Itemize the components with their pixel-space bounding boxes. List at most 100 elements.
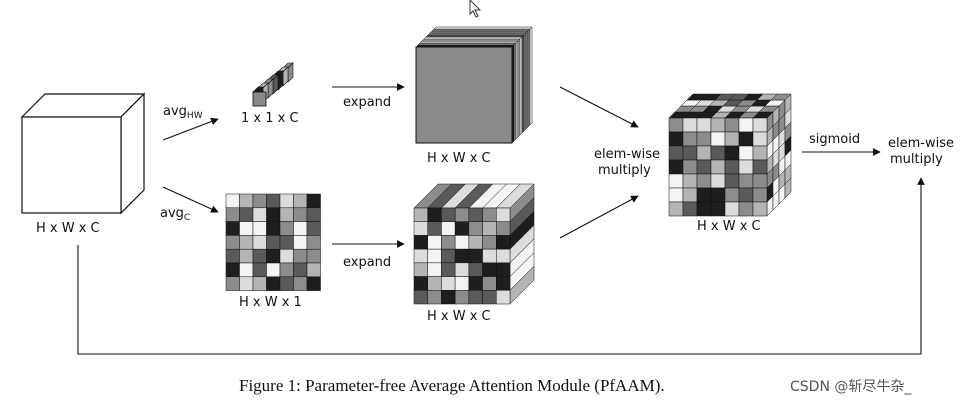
front-cell — [738, 145, 754, 161]
spatial-map-cell — [225, 193, 240, 209]
front-cell — [454, 262, 470, 277]
front-cell — [441, 235, 456, 250]
spatial-map-cell — [293, 262, 308, 278]
elem-wise-label-2: elem-wise — [888, 136, 954, 151]
front-cell — [738, 187, 754, 203]
front-cell — [413, 221, 428, 236]
spatial-map-cell — [266, 235, 281, 250]
spatial-map-cell — [266, 262, 281, 278]
result-cube — [668, 93, 792, 217]
side-stripe — [515, 40, 519, 140]
front-cell — [413, 290, 428, 305]
top-stripe — [429, 30, 529, 34]
input-shape-label: H x W x C — [36, 221, 100, 236]
front-cell — [454, 221, 470, 236]
spatial-map-cell — [279, 276, 294, 291]
channel-vector-shape-label: 1 x 1 x C — [241, 111, 299, 126]
front-cell — [668, 145, 684, 161]
spatial-map-cell — [225, 262, 240, 278]
front-cell — [427, 276, 442, 291]
top-stripe — [425, 34, 525, 38]
spatial-map-cell — [266, 193, 281, 209]
front-cell — [724, 173, 740, 189]
spatial-map-cell — [306, 221, 321, 236]
arrows — [77, 83, 925, 355]
spatial-map-cell — [266, 248, 281, 264]
spatial-map-cell — [293, 207, 308, 222]
front-cell — [668, 159, 684, 175]
front-cell — [738, 201, 754, 217]
side-stripe — [519, 36, 523, 136]
spatial-map-shape-label: H x W x 1 — [239, 295, 302, 310]
front-cell — [738, 131, 754, 147]
front-cell — [496, 262, 511, 277]
front-cell — [482, 262, 497, 277]
front-cell — [724, 117, 740, 133]
multiply-label-1: multiply — [598, 163, 651, 178]
figure-caption: Figure 1: Parameter-free Average Attenti… — [239, 376, 665, 395]
spatial-map-cell — [225, 207, 240, 222]
front-cell — [696, 145, 712, 161]
top-stripe — [421, 38, 521, 42]
front-cell — [752, 117, 768, 133]
front-cell — [441, 221, 456, 236]
front-cell — [696, 201, 712, 217]
side-stripe — [527, 28, 531, 128]
front-cell — [668, 201, 684, 217]
front-cell — [427, 248, 442, 264]
front-cell — [413, 235, 428, 250]
front-cell — [710, 145, 726, 161]
expanded-bottom-shape-label: H x W x C — [427, 309, 491, 324]
front-cell — [668, 187, 684, 203]
watermark: CSDN @斩尽牛杂_ — [790, 379, 912, 395]
spatial-map-cell — [279, 235, 294, 250]
expanded-top-shape-label: H x W x C — [427, 151, 491, 166]
front-cell — [682, 187, 698, 203]
avg-hw-label: avgHW — [163, 104, 203, 121]
front-cell — [441, 276, 456, 291]
front-cell — [468, 207, 483, 222]
channel-vector — [252, 62, 294, 107]
front-cell — [441, 248, 456, 264]
front-cell — [482, 248, 497, 264]
expand-top-label: expand — [343, 95, 391, 110]
spatial-map-cell — [306, 193, 321, 209]
front-cell — [710, 187, 726, 203]
front-cell — [496, 207, 511, 222]
side-stripe — [517, 38, 521, 138]
arrow-avg-hw — [162, 117, 219, 141]
spatial-map-cell — [252, 262, 267, 278]
front-cell — [454, 235, 470, 250]
vector-front-cell — [252, 91, 267, 107]
front-cell — [441, 290, 456, 305]
input-cube — [20, 92, 146, 215]
spatial-map-cell — [266, 276, 281, 291]
side-stripe — [521, 34, 525, 134]
front-cell — [710, 159, 726, 175]
expanded-channel-cube — [415, 26, 533, 144]
spatial-map-cell — [252, 207, 267, 222]
front-cell — [482, 221, 497, 236]
front-cell — [427, 290, 442, 305]
front-cell — [682, 173, 698, 189]
spatial-map-cell — [239, 248, 254, 264]
front-cell — [427, 262, 442, 277]
front-cell — [413, 207, 428, 222]
front-cell — [413, 248, 428, 264]
top-stripe — [423, 36, 523, 40]
arrow-avg-c — [162, 186, 219, 213]
spatial-map-cell — [239, 235, 254, 250]
arrow-to-mult-bottom — [559, 195, 639, 239]
front-cell — [454, 290, 470, 305]
sigmoid-label: sigmoid — [809, 132, 860, 147]
spatial-map-cell — [293, 235, 308, 250]
front-cell — [710, 173, 726, 189]
spatial-map-cell — [252, 235, 267, 250]
front-cell — [482, 276, 497, 291]
front-cell — [724, 159, 740, 175]
front-cell — [696, 173, 712, 189]
side-stripe — [529, 26, 533, 126]
spatial-map-cell — [293, 248, 308, 264]
front-cell — [724, 145, 740, 161]
front-cell — [468, 248, 483, 264]
